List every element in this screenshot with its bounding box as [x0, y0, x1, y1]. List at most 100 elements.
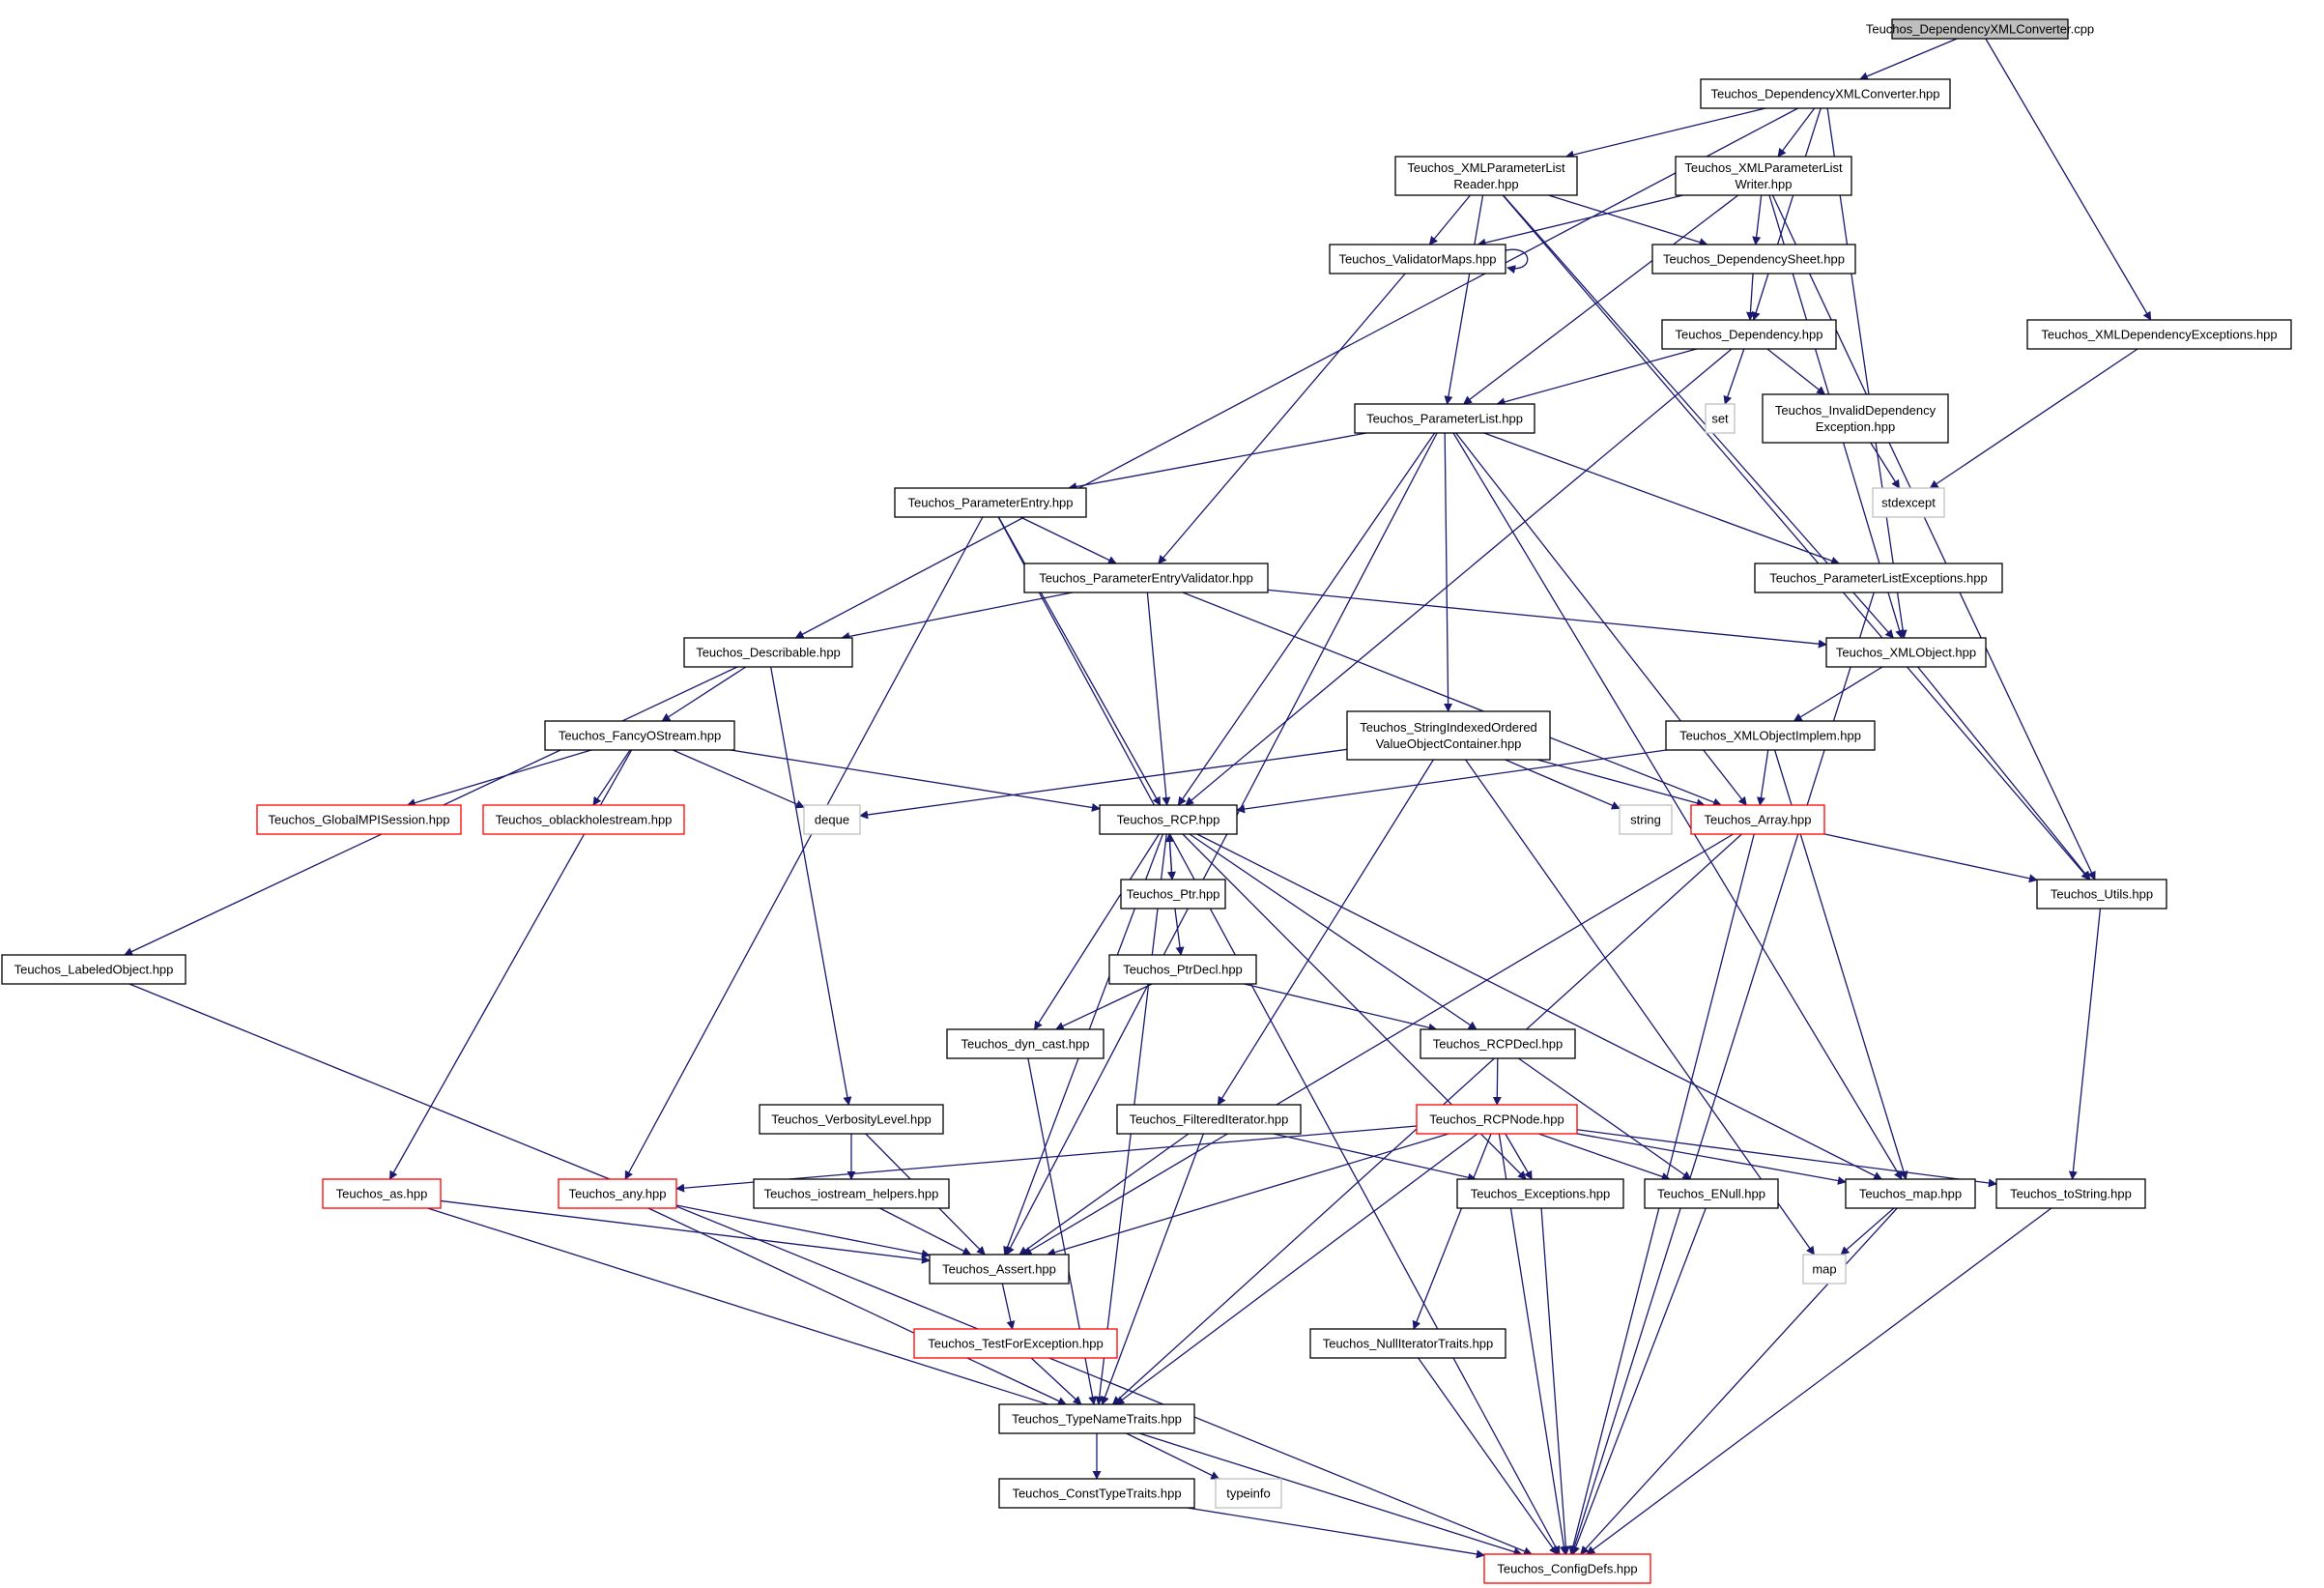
edge-xmlplwriter-to-utils [1771, 194, 2096, 881]
node-dependency[interactable]: Teuchos_Dependency.hpp [1661, 319, 1837, 350]
nodes-layer: Teuchos_DependencyXMLConverter.cppTeucho… [1, 18, 2292, 1584]
node-rcpnode[interactable]: Teuchos_RCPNode.hpp [1416, 1104, 1578, 1135]
node-enull[interactable]: Teuchos_ENull.hpp [1644, 1178, 1779, 1209]
node-array[interactable]: Teuchos_Array.hpp [1690, 804, 1825, 835]
node-depsheet[interactable]: Teuchos_DependencySheet.hpp [1651, 244, 1856, 274]
node-deque[interactable]: deque [803, 804, 861, 835]
node-tostring[interactable]: Teuchos_toString.hpp [1995, 1178, 2146, 1209]
node-paramentry[interactable]: Teuchos_ParameterEntry.hpp [894, 487, 1087, 518]
edge-xmlobject-to-xmlobjimpl [1793, 666, 1883, 722]
edge-exceptions-to-configdefs [1540, 1207, 1570, 1555]
node-box [759, 1104, 944, 1135]
node-label: Teuchos_ParameterEntryValidator.hpp [1039, 571, 1253, 586]
edge-ptr-to-ptrdecl [1174, 908, 1185, 956]
edge-rcpdecl-to-enull [1518, 1057, 1692, 1180]
node-label: Teuchos_NullIteratorTraits.hpp [1323, 1337, 1494, 1351]
node-as[interactable]: Teuchos_as.hpp [322, 1178, 442, 1209]
node-box [1690, 804, 1825, 835]
node-oblackhole[interactable]: Teuchos_oblackholestream.hpp [482, 804, 685, 835]
edge-xmlplwriter-to-depsheet [1752, 194, 1763, 245]
node-peval[interactable]: Teuchos_ParameterEntryValidator.hpp [1023, 563, 1269, 593]
edge-paramlist-to-assert [1006, 432, 1438, 1256]
edge-testforexc-to-typename [1030, 1357, 1082, 1405]
node-map[interactable]: map [1802, 1254, 1847, 1285]
node-label: Teuchos_ParameterListExceptions.hpp [1769, 571, 1987, 586]
node-plexc[interactable]: Teuchos_ParameterListExceptions.hpp [1754, 563, 2003, 593]
edge-paramlist-to-sioc [1444, 432, 1453, 712]
node-label: Teuchos_FilteredIterator.hpp [1130, 1112, 1289, 1127]
node-label: Teuchos_RCP.hpp [1117, 813, 1220, 827]
edge-depsheet-to-dependency [1745, 273, 1755, 321]
node-exceptions[interactable]: Teuchos_Exceptions.hpp [1456, 1178, 1624, 1209]
node-utils[interactable]: Teuchos_Utils.hpp [2036, 879, 2167, 909]
node-box [544, 720, 735, 751]
edge-sioc-to-string [1505, 759, 1621, 810]
node-typeinfo[interactable]: typeinfo [1215, 1478, 1282, 1509]
node-globalmpi[interactable]: Teuchos_GlobalMPISession.hpp [256, 804, 462, 835]
node-configdefs[interactable]: Teuchos_ConfigDefs.hpp [1483, 1553, 1651, 1584]
node-label: stdexcept [1881, 496, 1936, 510]
edge-rcpnode-to-typename [1115, 1133, 1478, 1405]
node-ptrdecl[interactable]: Teuchos_PtrDecl.hpp [1108, 954, 1257, 985]
node-box [2036, 879, 2167, 909]
node-labeledobject[interactable]: Teuchos_LabeledObject.hpp [1, 954, 186, 985]
node-label: Teuchos_DependencySheet.hpp [1663, 252, 1845, 267]
edge-any-to-assert [675, 1204, 931, 1258]
node-root[interactable]: Teuchos_DependencyXMLConverter.cpp [1866, 18, 2094, 40]
node-label: Teuchos_Exceptions.hpp [1471, 1187, 1611, 1201]
node-rcpdecl[interactable]: Teuchos_RCPDecl.hpp [1420, 1028, 1576, 1059]
node-describable[interactable]: Teuchos_Describable.hpp [683, 637, 853, 668]
edge-root-to-depxmlconv [1858, 38, 1958, 81]
node-xmlobjimpl[interactable]: Teuchos_XMLObjectImplem.hpp [1665, 720, 1876, 751]
node-box [1825, 637, 1987, 668]
node-depxmlconv[interactable]: Teuchos_DependencyXMLConverter.hpp [1700, 78, 1951, 109]
node-fancyostream[interactable]: Teuchos_FancyOStream.hpp [544, 720, 735, 751]
node-set[interactable]: set [1705, 403, 1736, 434]
node-box [1802, 1254, 1847, 1285]
node-assert[interactable]: Teuchos_Assert.hpp [929, 1254, 1070, 1285]
node-any[interactable]: Teuchos_any.hpp [558, 1178, 677, 1209]
node-ptr[interactable]: Teuchos_Ptr.hpp [1120, 879, 1226, 909]
edge-paramentry-to-rcp [997, 516, 1162, 806]
node-validatormaps[interactable]: Teuchos_ValidatorMaps.hpp [1329, 244, 1506, 274]
node-typename[interactable]: Teuchos_TypeNameTraits.hpp [998, 1403, 1195, 1434]
node-xmlobject[interactable]: Teuchos_XMLObject.hpp [1825, 637, 1987, 668]
node-label: Teuchos_DependencyXMLConverter.cpp [1866, 22, 2094, 37]
node-rcp[interactable]: Teuchos_RCP.hpp [1099, 804, 1238, 835]
edge-utils-to-tostring [2068, 908, 2102, 1180]
node-testforexc[interactable]: Teuchos_TestForException.hpp [913, 1328, 1118, 1359]
edges-layer [124, 38, 2152, 1559]
node-box [1346, 710, 1551, 761]
node-consttype[interactable]: Teuchos_ConstTypeTraits.hpp [998, 1478, 1195, 1509]
node-nulliter[interactable]: Teuchos_NullIteratorTraits.hpp [1309, 1328, 1506, 1359]
node-map_hpp[interactable]: Teuchos_map.hpp [1845, 1178, 1976, 1209]
node-label: Teuchos_Describable.hpp [696, 646, 841, 660]
node-stdexcept[interactable]: stdexcept [1872, 487, 1945, 518]
node-string[interactable]: string [1619, 804, 1673, 835]
node-label: Teuchos_oblackholestream.hpp [496, 813, 673, 827]
edge-rcp-to-dyncast [1034, 833, 1160, 1030]
node-box [256, 804, 462, 835]
node-xmldepexc[interactable]: Teuchos_XMLDependencyExceptions.hpp [2026, 319, 2292, 350]
node-label: Teuchos_XMLParameterList [1684, 160, 1843, 175]
node-label: Teuchos_TestForException.hpp [928, 1337, 1103, 1351]
node-dyncast[interactable]: Teuchos_dyn_cast.hpp [946, 1028, 1105, 1059]
node-label: Teuchos_toString.hpp [2010, 1187, 2132, 1201]
node-verbosity[interactable]: Teuchos_VerbosityLevel.hpp [759, 1104, 944, 1135]
edge-labeledobject-to-configdefs [129, 983, 1533, 1556]
node-iostreamhelpers[interactable]: Teuchos_iostream_helpers.hpp [753, 1178, 950, 1209]
node-box [929, 1254, 1070, 1285]
edge-paramentry-to-configdefs [997, 516, 1561, 1555]
node-box [998, 1478, 1195, 1509]
node-paramlist[interactable]: Teuchos_ParameterList.hpp [1354, 403, 1535, 434]
edge-depxmlconv-to-xmlplreader [1564, 107, 1766, 159]
edge-xmlplreader-to-utils [1502, 194, 2090, 881]
node-box [1845, 1178, 1976, 1209]
node-sioc[interactable]: Teuchos_StringIndexedOrderedValueObjectC… [1346, 710, 1551, 761]
edge-any-to-typename [647, 1207, 1067, 1405]
edge-describable-to-fancyostream [661, 666, 747, 722]
node-filtered[interactable]: Teuchos_FilteredIterator.hpp [1116, 1104, 1302, 1135]
